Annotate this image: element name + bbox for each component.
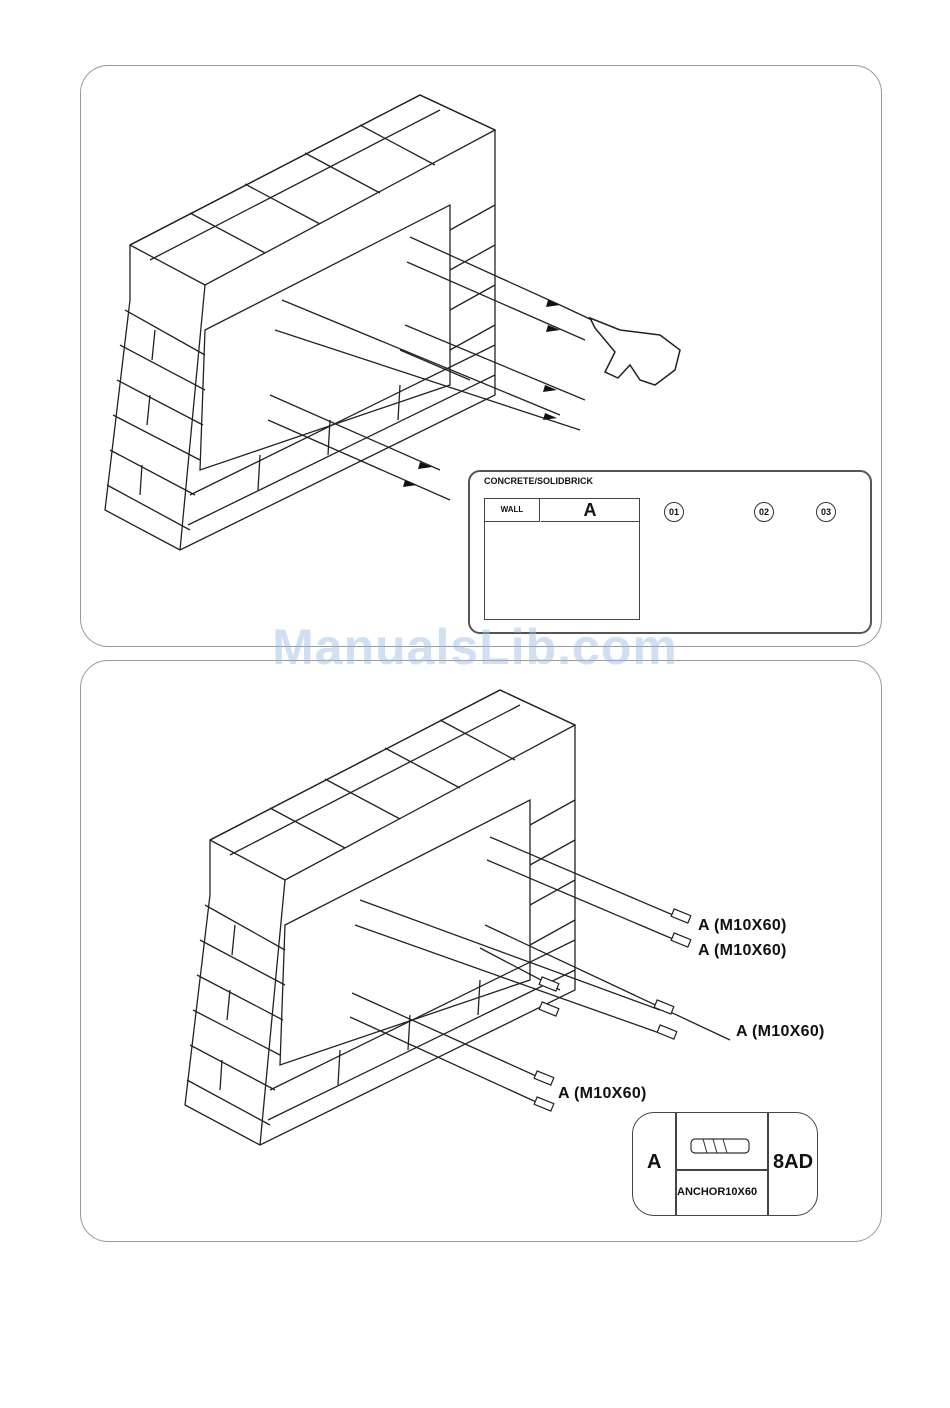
wall-header: WALL: [485, 499, 540, 522]
divider: [675, 1113, 677, 1215]
legend-concrete-solidbrick: CONCRETE/SOLIDBRICK WALL A 01 02 03: [468, 470, 872, 634]
legend-part-name: ANCHOR10X60: [677, 1186, 757, 1198]
callout-anchor-1: A (M10X60): [698, 917, 787, 935]
divider: [676, 1169, 767, 1171]
step-02-badge: 02: [754, 502, 774, 522]
legend-part-letter: A: [647, 1151, 661, 1174]
callout-anchor-2: A (M10X60): [698, 942, 787, 960]
step-01-badge: 01: [664, 502, 684, 522]
callout-anchor-3: A (M10X60): [736, 1023, 825, 1041]
legend-anchor: A ANCHOR10X60 8AD: [632, 1112, 818, 1216]
callout-anchor-4: A (M10X60): [558, 1085, 647, 1103]
legend-part-code: 8AD: [773, 1151, 813, 1174]
divider: [767, 1113, 769, 1215]
drill-icon: [560, 305, 680, 385]
brick-wall-illustration: [105, 95, 495, 550]
step-03-badge: 03: [816, 502, 836, 522]
part-header: A: [541, 499, 639, 522]
watermark: ManualsLib.com: [0, 618, 950, 676]
anchor-icon: [685, 1131, 757, 1161]
legend-table: WALL A: [484, 498, 640, 620]
legend-title: CONCRETE/SOLIDBRICK: [484, 476, 593, 486]
